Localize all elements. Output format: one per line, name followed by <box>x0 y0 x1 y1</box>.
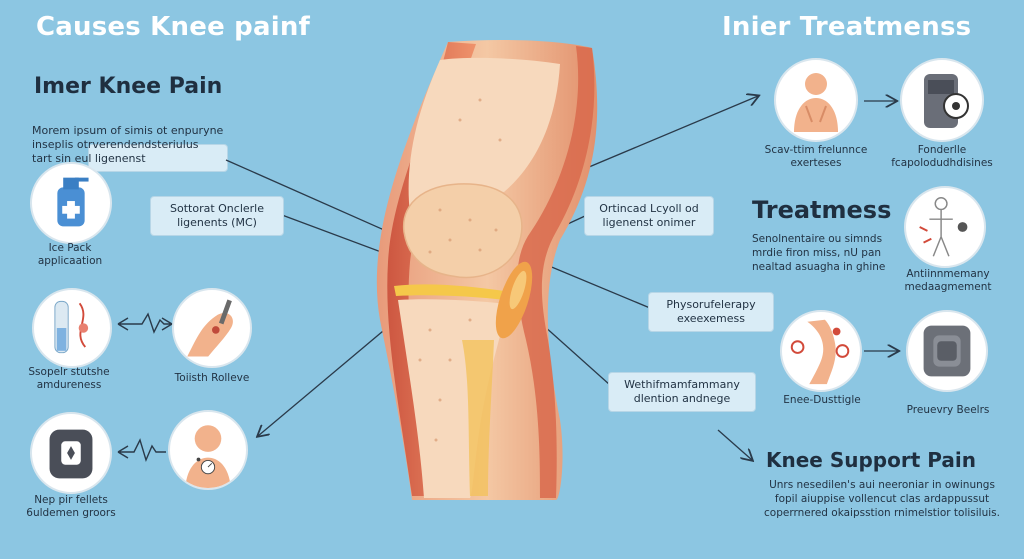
arrow-support <box>717 429 752 460</box>
label-sottorat: Sottorat Onclerle ligenents (MC) <box>150 196 284 236</box>
neck-pain-icon <box>168 410 248 490</box>
right-title: Inier Treatmenss <box>722 12 972 42</box>
support-title: Knee Support Pain <box>766 448 976 472</box>
bone-marrow <box>462 340 494 496</box>
bone-texture <box>418 98 502 442</box>
left-subtitle: Imer Knee Pain <box>34 74 223 99</box>
support-text: Unrs nesedilen's aui neeroniar in owinun… <box>764 479 1000 519</box>
knee-brace-label: Nep pir fellets 6uldemen groors <box>26 494 116 519</box>
knee-support-icon <box>906 310 988 392</box>
femur-condyle <box>402 183 523 279</box>
knee-diagnostic-icon <box>780 310 862 392</box>
patella-highlight <box>509 270 527 310</box>
pulse-arrow-2 <box>117 438 166 463</box>
person-exercise-icon <box>774 58 858 142</box>
treatment-title: Treatmess <box>752 196 892 224</box>
body-outline-label: Antiinnmemany medaagmement <box>904 268 992 293</box>
brace-device-icon <box>900 58 984 142</box>
knee-diagnostic-label: Enee-Dusttigle <box>783 394 861 406</box>
label-ortincad: Ortincad Lcyoll od ligenenst onimer <box>584 196 714 236</box>
person-exercise-label: Scav-ttim frelunnce exerteses <box>764 144 868 169</box>
knee-brace-icon <box>30 412 112 494</box>
label-physo: Physorufelerapy exeexemess <box>648 292 774 332</box>
ice-pack-icon <box>30 162 112 244</box>
label-wethif: Wethifmamfammany dlention andnege <box>608 372 756 412</box>
left-title: Causes Knee painf <box>36 12 311 42</box>
knee-support-label: Preuevry Beelrs <box>906 404 990 416</box>
injection-knee-icon <box>172 288 252 368</box>
muscle-right <box>517 46 595 498</box>
femur-bone <box>408 57 560 215</box>
left-intro-text: Morem ipsum of simis ot enpuryne insepli… <box>32 124 224 165</box>
test-tube-icon <box>32 288 112 368</box>
ice-pack-label: Ice Pack applicaation <box>37 242 103 267</box>
brace-device-label: Fonderlle fcapolodudhdisines <box>891 144 993 169</box>
muscle-left <box>387 42 476 496</box>
pulse-arrow-1 <box>117 312 173 334</box>
treatment-text: Senolnentaire ou simnds mrdie firon miss… <box>752 233 886 273</box>
test-tube-label: Ssopelr stutshe amdureness <box>28 366 110 391</box>
injection-label: Toiisth Rolleve <box>174 372 250 384</box>
cartilage <box>394 284 512 300</box>
body-outline-icon <box>904 186 986 268</box>
